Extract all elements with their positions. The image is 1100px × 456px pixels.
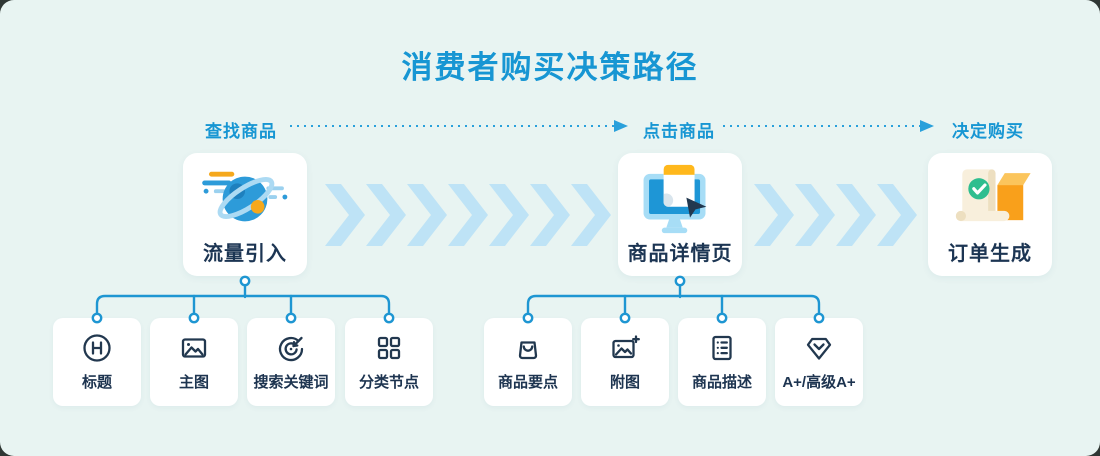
tree-connector-2 [522, 275, 825, 324]
sub-card-label: 标题 [81, 374, 112, 391]
chevron-flow-1 [325, 184, 611, 246]
page-title: 消费者购买决策路径 [401, 50, 699, 85]
node-label: 流量引入 [203, 243, 287, 265]
stage-label-click: 点击商品 [643, 122, 715, 141]
image-plus-icon [608, 330, 642, 366]
description-list-icon [705, 330, 739, 366]
order-package-icon [948, 159, 1032, 237]
node-label: 商品详情页 [627, 243, 733, 265]
stage-label-decide: 决定购买 [952, 122, 1024, 141]
heading-circle-icon [80, 330, 114, 366]
category-grid-icon [372, 330, 406, 366]
sub-card-label: 商品描述 [691, 374, 752, 391]
search-target-icon [274, 330, 308, 366]
node-label: 订单生成 [948, 243, 1032, 265]
sub-card-category-node: 分类节点 [345, 318, 433, 406]
flow-node-detail-page: 商品详情页 [618, 153, 742, 276]
sub-card-label: 主图 [178, 374, 209, 391]
flow-node-order: 订单生成 [928, 153, 1052, 276]
flow-node-traffic: 流量引入 [183, 153, 307, 276]
sub-card-label: 搜索关键词 [253, 374, 329, 391]
sub-card-label: 商品要点 [497, 374, 558, 391]
sub-card-label: A+/高级A+ [782, 374, 856, 391]
premium-gem-icon [802, 330, 836, 366]
sub-card-label: 分类节点 [358, 374, 419, 391]
shopping-bag-icon [511, 330, 545, 366]
main-image-icon [177, 330, 211, 366]
sub-card-additional-images: 附图 [581, 318, 669, 406]
sub-card-description: 商品描述 [678, 318, 766, 406]
sub-card-search-keywords: 搜索关键词 [247, 318, 335, 406]
planet-traffic-icon [199, 159, 291, 237]
chevron-flow-2 [754, 184, 917, 246]
sub-card-aplus-content: A+/高级A+ [775, 318, 863, 406]
sub-card-main-image: 主图 [150, 318, 238, 406]
sub-card-label: 附图 [609, 374, 640, 391]
sub-card-title: 标题 [53, 318, 141, 406]
sub-card-bullet-points: 商品要点 [484, 318, 572, 406]
tree-connector-1 [91, 275, 395, 324]
monitor-cursor-icon [639, 159, 721, 237]
stage-label-search: 查找商品 [205, 122, 277, 141]
